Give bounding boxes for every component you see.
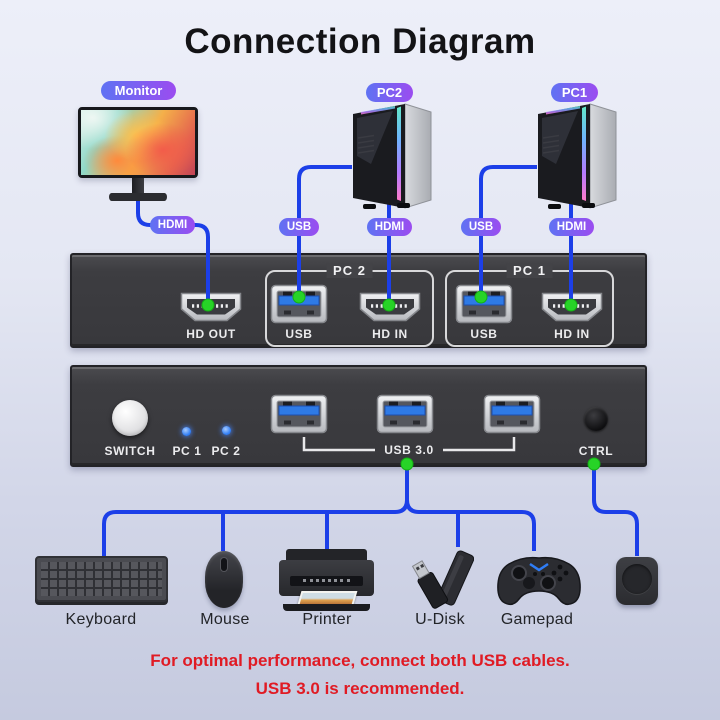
mouse-label: Mouse (200, 611, 250, 628)
pc2-hdin-label: HD IN (372, 327, 408, 341)
remote-button (622, 564, 652, 594)
page-title: Connection Diagram (184, 22, 536, 61)
pc1-group-label: PC 1 (506, 263, 553, 278)
switch-back-panel: HD OUT PC 2 USB HD IN PC 1 USB HD IN (70, 253, 647, 348)
printer-buttons (303, 579, 350, 582)
switch-button (112, 400, 148, 436)
keyboard-label: Keyboard (65, 611, 137, 628)
usb-hub-cable-right (405, 462, 536, 551)
usb3-label: USB 3.0 (384, 443, 434, 457)
monitor-badge: Monitor (101, 81, 176, 100)
monitor (78, 107, 198, 178)
printer-label: Printer (302, 611, 352, 628)
hd-out-port (179, 291, 243, 323)
monitor-wallpaper (81, 110, 195, 175)
switch-front-panel: SWITCH PC 1 PC 2 USB 3.0 CTRL (70, 365, 647, 467)
pc1-usb-tag: USB (461, 218, 501, 236)
usb3-bracket (302, 437, 516, 452)
note-line1: For optimal performance, connect both US… (150, 651, 570, 670)
switch-label: SWITCH (104, 444, 156, 458)
printer (279, 549, 374, 611)
pc1-hdin-label: HD IN (554, 327, 590, 341)
remote-switch-pad (616, 557, 658, 605)
ctrl-label: CTRL (578, 444, 614, 458)
pc1-usb-label: USB (470, 327, 498, 341)
ctrl-cable (592, 462, 639, 556)
pc1-badge: PC1 (551, 83, 598, 102)
pc1-hdmi-tag: HDMI (549, 218, 594, 236)
pc2-usb-tag: USB (279, 218, 319, 236)
usb3-port-1 (270, 394, 328, 434)
printer-body (279, 560, 374, 596)
pc2-tower (352, 103, 432, 210)
monitor-stand-neck (132, 178, 144, 195)
pc2-group-label: PC 2 (326, 263, 373, 278)
udisk (411, 550, 474, 609)
gamepad-label: Gamepad (500, 611, 574, 628)
printer-control-panel (290, 576, 363, 586)
pc1-hdin-port (540, 291, 604, 323)
pc1-led (182, 427, 191, 436)
pc2-hdin-port (358, 291, 422, 323)
pc1-usb-port (455, 284, 513, 324)
pc2-usb-port (270, 284, 328, 324)
mouse (205, 551, 243, 608)
pc2-led-label: PC 2 (211, 444, 241, 458)
mouse-wheel (221, 558, 227, 571)
ctrl-port (584, 407, 608, 431)
monitor-stand-base (109, 193, 167, 201)
usb3-port-3 (483, 394, 541, 434)
usb3-port-2 (376, 394, 434, 434)
pc2-usb-label: USB (285, 327, 313, 341)
pc2-hdmi-tag: HDMI (367, 218, 412, 236)
gamepad (497, 556, 581, 606)
hd-out-label: HD OUT (186, 327, 236, 341)
usb-hub-cable-left (102, 499, 409, 556)
printer-base (283, 604, 370, 611)
pc2-badge: PC2 (366, 83, 413, 102)
udisk-label: U-Disk (415, 611, 465, 628)
pc2-led (222, 426, 231, 435)
pc1-tower (537, 103, 617, 210)
keyboard-keys (41, 562, 162, 596)
pc1-led-label: PC 1 (172, 444, 202, 458)
note-line2: USB 3.0 is recommended. (255, 679, 465, 698)
monitor-hdmi-tag: HDMI (150, 216, 195, 234)
keyboard (35, 556, 168, 602)
